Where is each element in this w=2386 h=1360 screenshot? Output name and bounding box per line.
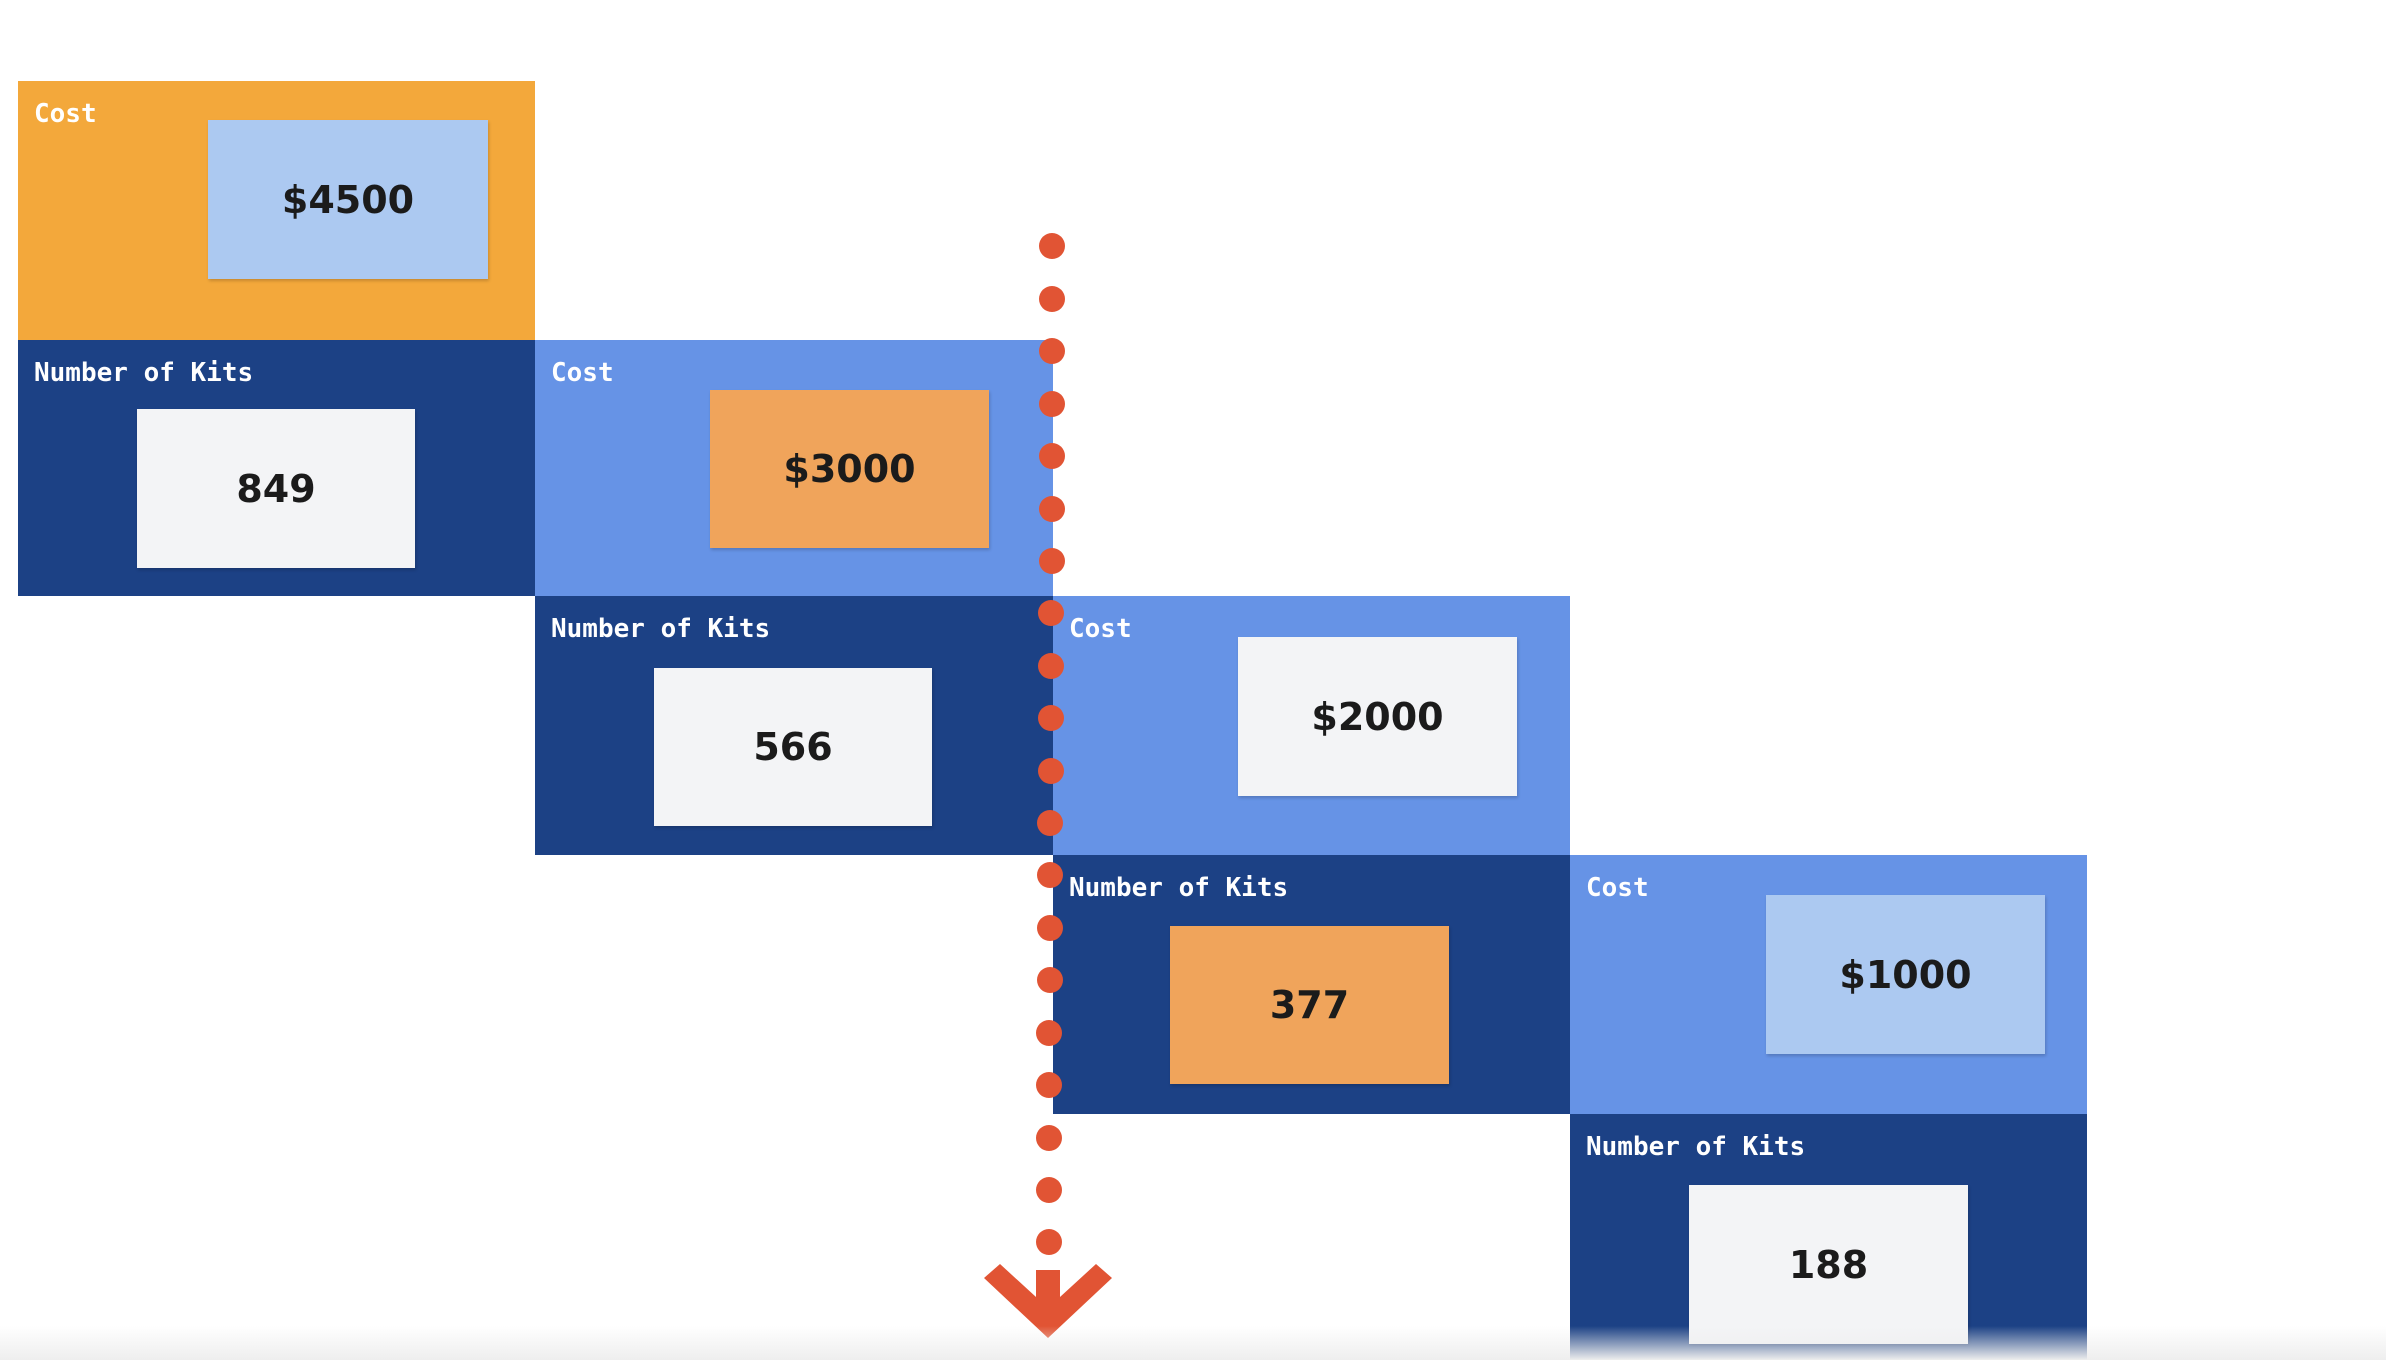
kits-label-1: Number of Kits xyxy=(34,358,254,388)
cost-panel-3: Cost $2000 xyxy=(1053,596,1570,855)
kits-note-2[interactable]: 566 xyxy=(654,668,932,826)
kits-note-1[interactable]: 849 xyxy=(137,409,415,568)
cost-panel-1: Cost $4500 xyxy=(18,81,535,340)
kits-panel-2: Number of Kits 566 xyxy=(535,596,1053,855)
cost-note-3[interactable]: $2000 xyxy=(1238,637,1517,796)
kits-label-2: Number of Kits xyxy=(551,614,771,644)
divider-dot xyxy=(1038,600,1064,626)
kits-note-4[interactable]: 188 xyxy=(1689,1185,1968,1344)
divider-dot xyxy=(1039,548,1065,574)
divider-dot xyxy=(1037,915,1063,941)
divider-dot xyxy=(1037,862,1063,888)
kits-label-4: Number of Kits xyxy=(1586,1132,1806,1162)
cost-note-1[interactable]: $4500 xyxy=(208,120,488,279)
divider-dot xyxy=(1038,705,1064,731)
divider-dot xyxy=(1037,967,1063,993)
divider-dot xyxy=(1036,1072,1062,1098)
kits-panel-1: Number of Kits 849 xyxy=(18,340,535,596)
cost-label-2: Cost xyxy=(551,358,614,388)
divider-dot xyxy=(1039,286,1065,312)
divider-dot xyxy=(1036,1125,1062,1151)
divider-dot xyxy=(1036,1177,1062,1203)
divider-dot xyxy=(1039,391,1065,417)
divider-dot xyxy=(1039,443,1065,469)
kits-label-3: Number of Kits xyxy=(1069,873,1289,903)
divider-dot xyxy=(1039,338,1065,364)
divider-dot xyxy=(1037,810,1063,836)
arrow-down-icon xyxy=(984,1264,1112,1338)
cost-panel-4: Cost $1000 xyxy=(1570,855,2087,1114)
divider-dot xyxy=(1039,496,1065,522)
cost-note-4[interactable]: $1000 xyxy=(1766,895,2045,1054)
kits-note-3[interactable]: 377 xyxy=(1170,926,1449,1084)
kits-panel-4: Number of Kits 188 xyxy=(1570,1114,2087,1360)
divider-dot xyxy=(1036,1229,1062,1255)
cost-panel-2: Cost $3000 xyxy=(535,340,1053,596)
cost-label-4: Cost xyxy=(1586,873,1649,903)
divider-dot xyxy=(1038,653,1064,679)
cost-label-3: Cost xyxy=(1069,614,1132,644)
cost-note-2[interactable]: $3000 xyxy=(710,390,989,548)
kits-panel-3: Number of Kits 377 xyxy=(1053,855,1570,1114)
divider-dot xyxy=(1038,758,1064,784)
divider-dot xyxy=(1036,1020,1062,1046)
divider-dot xyxy=(1039,233,1065,259)
cost-label-1: Cost xyxy=(34,99,97,129)
bottom-shadow xyxy=(0,1326,2386,1360)
